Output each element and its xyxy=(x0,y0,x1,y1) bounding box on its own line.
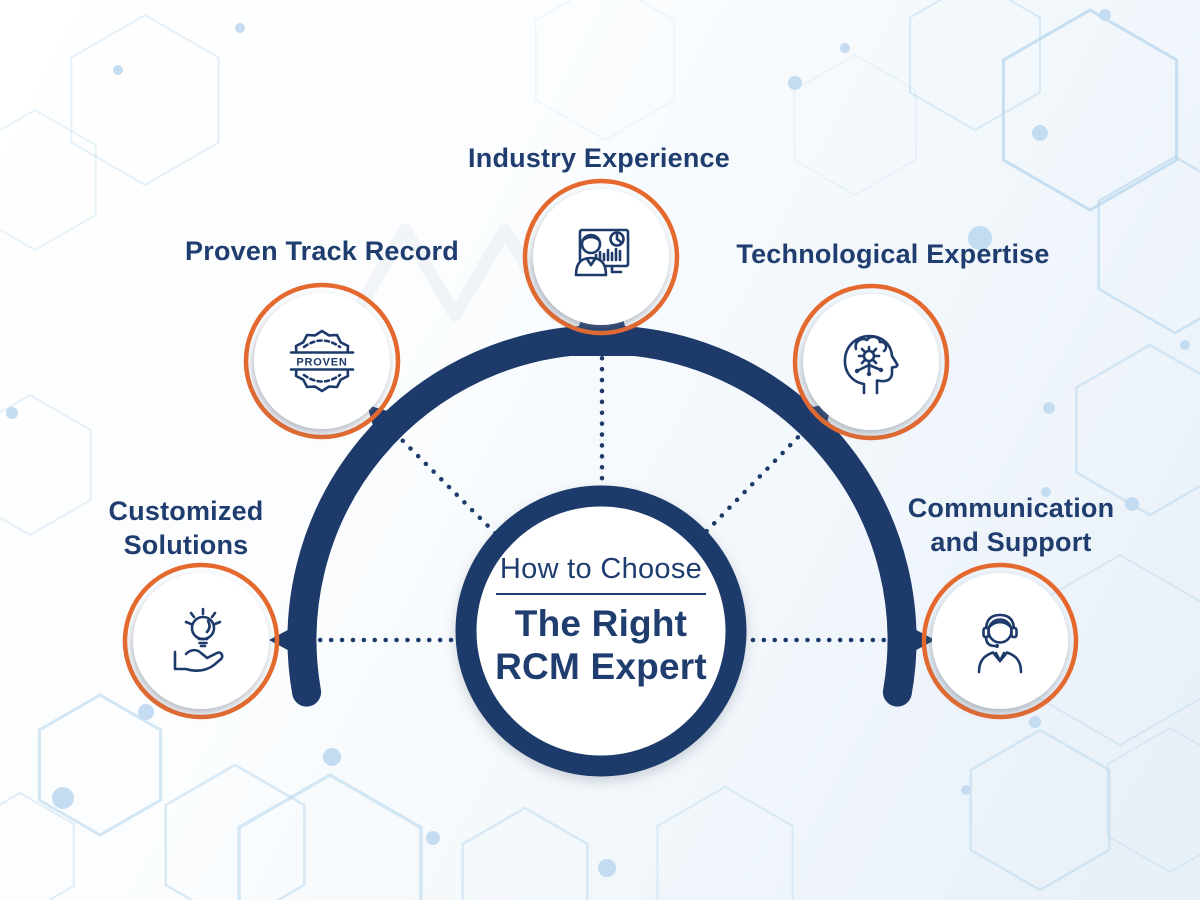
center-title: How to Choose The Right RCM Expert xyxy=(451,553,751,688)
arc-arrowheads xyxy=(269,316,935,664)
watermark-shape xyxy=(348,223,562,322)
node-disc xyxy=(803,294,939,430)
arrowhead-top xyxy=(570,316,634,356)
analytics-monitor-person-icon xyxy=(574,228,630,277)
proven-badge-icon: PROVEN xyxy=(289,329,355,393)
label-proven-track-record: Proven Track Record xyxy=(185,236,459,266)
label-technological-expertise: Technological Expertise xyxy=(736,239,1050,269)
center-title-top: How to Choose xyxy=(495,553,707,595)
proven-badge-text: PROVEN xyxy=(296,357,347,369)
node-proven-track-record: PROVEN xyxy=(243,282,401,440)
arrowhead-right xyxy=(890,616,935,664)
label-communication-support: Communication and Support xyxy=(907,493,1115,557)
dotted-connectors xyxy=(307,345,897,643)
node-customized-solutions xyxy=(122,562,280,720)
node-orange-ring xyxy=(921,562,1079,720)
idea-hand-icon xyxy=(173,607,224,672)
hexagon-vertex-dots xyxy=(6,9,1190,877)
node-disc xyxy=(133,573,269,709)
connector-upper-left xyxy=(392,430,506,544)
center-circle xyxy=(455,485,747,777)
node-orange-ring xyxy=(792,283,950,441)
node-orange-ring xyxy=(522,178,680,336)
label-customized-solutions: Customized Solutions xyxy=(108,496,264,560)
node-technological-expertise xyxy=(792,283,950,441)
node-industry-experience xyxy=(522,178,680,336)
node-communication-support xyxy=(921,562,1079,720)
headset-agent-icon xyxy=(977,613,1023,674)
node-orange-ring xyxy=(243,282,401,440)
arrowhead-upper-left xyxy=(367,405,415,453)
center-title-bottom: RCM Expert xyxy=(495,646,707,687)
arrowhead-left xyxy=(269,616,314,664)
label-industry-experience: Industry Experience xyxy=(468,143,730,173)
tech-mind-icon xyxy=(843,334,899,395)
node-orange-ring xyxy=(122,562,280,720)
connector-upper-right xyxy=(696,427,808,542)
arrowhead-upper-right xyxy=(785,401,833,450)
center-title-middle: The Right xyxy=(514,603,688,644)
